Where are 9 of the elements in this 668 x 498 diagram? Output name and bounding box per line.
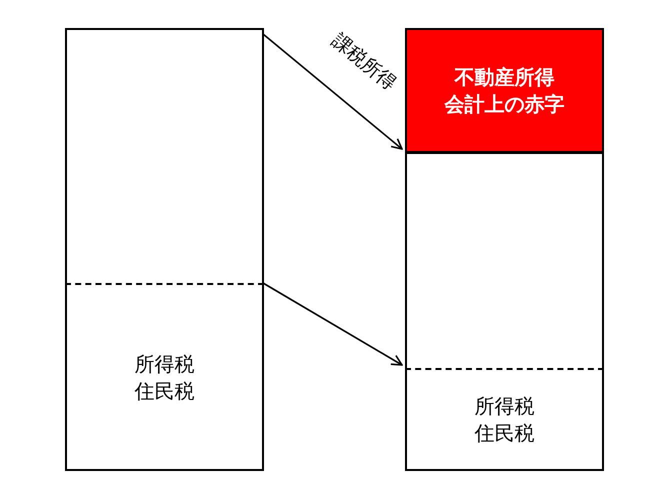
bar bbox=[405, 152, 604, 471]
node-label: 不動産所得会計上の赤字 bbox=[444, 64, 564, 118]
node-label: 所得税住民税 bbox=[134, 350, 194, 404]
highlight-box bbox=[405, 28, 604, 153]
arrow bbox=[262, 282, 403, 366]
node-label: 所得税住民税 bbox=[474, 393, 534, 447]
edge-label: 課税所得 bbox=[326, 28, 402, 96]
arrow bbox=[262, 33, 403, 150]
bar bbox=[65, 28, 264, 471]
